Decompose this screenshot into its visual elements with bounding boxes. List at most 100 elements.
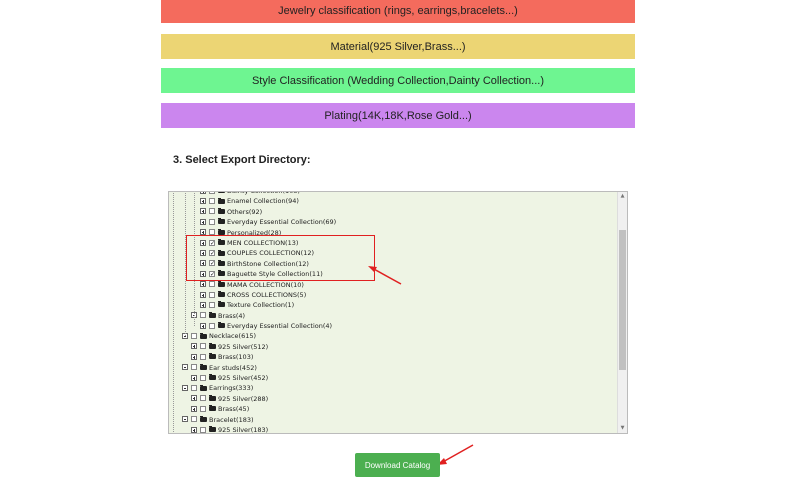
tree-checkbox[interactable] <box>200 374 206 381</box>
tree-row[interactable]: ✓Baguette Style Collection(11) <box>169 269 619 279</box>
expand-icon[interactable] <box>191 374 197 381</box>
tree-label[interactable]: Others(92) <box>227 207 263 216</box>
tree-label[interactable]: 925 Silver(288) <box>218 394 269 403</box>
tree-row[interactable]: ✓ COUPLES COLLECTION(12) <box>169 248 619 258</box>
tree-label[interactable]: 925 Silver(183) <box>218 425 269 434</box>
expand-icon[interactable] <box>200 229 206 236</box>
tree-checkbox[interactable] <box>209 197 215 204</box>
expand-icon[interactable] <box>191 395 197 402</box>
tree-label[interactable]: 925 Silver(512) <box>218 342 269 351</box>
tree-label[interactable]: Everyday Essential Collection(4) <box>227 322 333 331</box>
export-directory-tree[interactable]: Dainty Collection(103) Enamel Collection(… <box>168 191 628 434</box>
tree-label[interactable]: BirthStone Collection(12) <box>227 259 309 268</box>
tree-label[interactable]: Everyday Essential Collection(69) <box>227 218 337 227</box>
tree-checkbox[interactable] <box>191 385 197 392</box>
tree-label[interactable]: MAMA COLLECTION(10) <box>227 280 304 289</box>
expand-icon[interactable] <box>191 426 197 433</box>
tree-checkbox[interactable] <box>209 291 215 298</box>
tree-scrollbar[interactable]: ▲ ▼ <box>617 192 627 433</box>
tree-row[interactable]: ✓ BirthStone Collection(12) <box>169 259 619 269</box>
tree-row[interactable]: Everyday Essential Collection(4) <box>169 321 619 331</box>
tree-row[interactable]: Others(92) <box>169 207 619 217</box>
jewelry-classification-button[interactable]: Jewelry classification (rings, earrings,… <box>161 0 635 23</box>
tree-row[interactable]: 925 Silver(183) <box>169 425 619 434</box>
tree-label[interactable]: Bracelet(183) <box>209 415 254 424</box>
scroll-down-arrow-icon[interactable]: ▼ <box>620 425 625 431</box>
tree-checkbox[interactable] <box>200 426 206 433</box>
expand-icon[interactable] <box>200 197 206 204</box>
tree-checkbox[interactable] <box>191 333 197 340</box>
expand-icon[interactable] <box>200 249 206 256</box>
expand-icon[interactable] <box>191 353 197 360</box>
tree-label[interactable]: Brass(103) <box>218 353 254 362</box>
expand-icon[interactable] <box>191 343 197 350</box>
tree-label[interactable]: Brass(4) <box>218 311 246 320</box>
tree-row[interactable]: Enamel Collection(94) <box>169 196 619 206</box>
tree-row[interactable]: ✓ MEN COLLECTION(13) <box>169 238 619 248</box>
tree-checkbox[interactable] <box>209 301 215 308</box>
tree-row[interactable]: Texture Collection(1) <box>169 300 619 310</box>
collapse-icon[interactable] <box>182 364 188 371</box>
collapse-icon[interactable] <box>182 385 188 392</box>
tree-checkbox[interactable] <box>209 192 215 194</box>
tree-label[interactable]: CROSS COLLECTIONS(5) <box>227 290 307 299</box>
tree-checkbox[interactable] <box>200 405 206 412</box>
expand-icon[interactable] <box>200 239 206 246</box>
tree-row[interactable]: 925 Silver(288) <box>169 394 619 404</box>
tree-row[interactable]: Personalized(28) <box>169 228 619 238</box>
tree-checkbox[interactable] <box>200 343 206 350</box>
scroll-thumb[interactable] <box>619 230 626 370</box>
tree-label[interactable]: Brass(45) <box>218 405 250 414</box>
tree-row[interactable]: Brass(103) <box>169 352 619 362</box>
tree-checkbox[interactable] <box>200 395 206 402</box>
scroll-up-arrow-icon[interactable]: ▲ <box>620 193 625 199</box>
tree-row[interactable]: Earrings(333) <box>169 383 619 393</box>
tree-checkbox[interactable]: ✓ <box>209 239 216 247</box>
collapse-icon[interactable] <box>182 416 188 423</box>
tree-row[interactable]: CROSS COLLECTIONS(5) <box>169 290 619 300</box>
tree-checkbox[interactable] <box>209 229 215 236</box>
tree-label[interactable]: Necklace(615) <box>209 332 257 341</box>
expand-icon[interactable] <box>200 192 206 194</box>
tree-checkbox[interactable]: ✓ <box>209 249 216 257</box>
tree-label[interactable]: Ear studs(452) <box>209 363 257 372</box>
tree-checkbox[interactable] <box>209 281 215 288</box>
tree-label[interactable]: Baguette Style Collection(11) <box>227 270 323 279</box>
expand-icon[interactable] <box>200 322 206 329</box>
expand-icon[interactable] <box>200 281 206 288</box>
tree-label[interactable]: COUPLES COLLECTION(12) <box>227 249 315 258</box>
tree-checkbox[interactable] <box>191 416 197 423</box>
expand-icon[interactable] <box>200 291 206 298</box>
tree-row[interactable]: 925 Silver(512) <box>169 342 619 352</box>
tree-checkbox[interactable] <box>200 353 206 360</box>
tree-checkbox[interactable] <box>209 218 215 225</box>
tree-row[interactable]: Everyday Essential Collection(69) <box>169 217 619 227</box>
expand-icon[interactable] <box>200 218 206 225</box>
tree-checkbox[interactable] <box>209 208 215 215</box>
expand-icon[interactable] <box>200 270 206 277</box>
tree-label[interactable]: Dainty Collection(103) <box>227 191 301 195</box>
expand-icon[interactable] <box>200 208 206 215</box>
download-catalog-button[interactable]: Download Catalog <box>355 453 440 477</box>
tree-label[interactable]: Enamel Collection(94) <box>227 197 299 206</box>
tree-checkbox[interactable] <box>209 322 215 329</box>
tree-row[interactable]: MAMA COLLECTION(10) <box>169 280 619 290</box>
tree-checkbox[interactable] <box>200 312 206 319</box>
tree-checkbox[interactable] <box>191 364 197 371</box>
expand-icon[interactable] <box>191 405 197 412</box>
tree-label[interactable]: 925 Silver(452) <box>218 374 269 383</box>
tree-checkbox[interactable]: ✓ <box>209 260 216 268</box>
tree-label[interactable]: Texture Collection(1) <box>227 301 295 310</box>
tree-row[interactable]: Dainty Collection(103) <box>169 191 619 196</box>
tree-row[interactable]: 925 Silver(452) <box>169 373 619 383</box>
tree-row[interactable]: Brass(4) <box>169 311 619 321</box>
expand-icon[interactable] <box>200 301 206 308</box>
style-classification-button[interactable]: Style Classification (Wedding Collection… <box>161 68 635 93</box>
expand-icon[interactable] <box>200 260 206 267</box>
material-button[interactable]: Material(925 Silver,Brass...) <box>161 34 635 59</box>
tree-label[interactable]: Personalized(28) <box>227 228 282 237</box>
tree-row[interactable]: Ear studs(452) <box>169 363 619 373</box>
tree-row[interactable]: Bracelet(183) <box>169 415 619 425</box>
tree-row[interactable]: Necklace(615) <box>169 331 619 341</box>
tree-label[interactable]: MEN COLLECTION(13) <box>227 238 299 247</box>
